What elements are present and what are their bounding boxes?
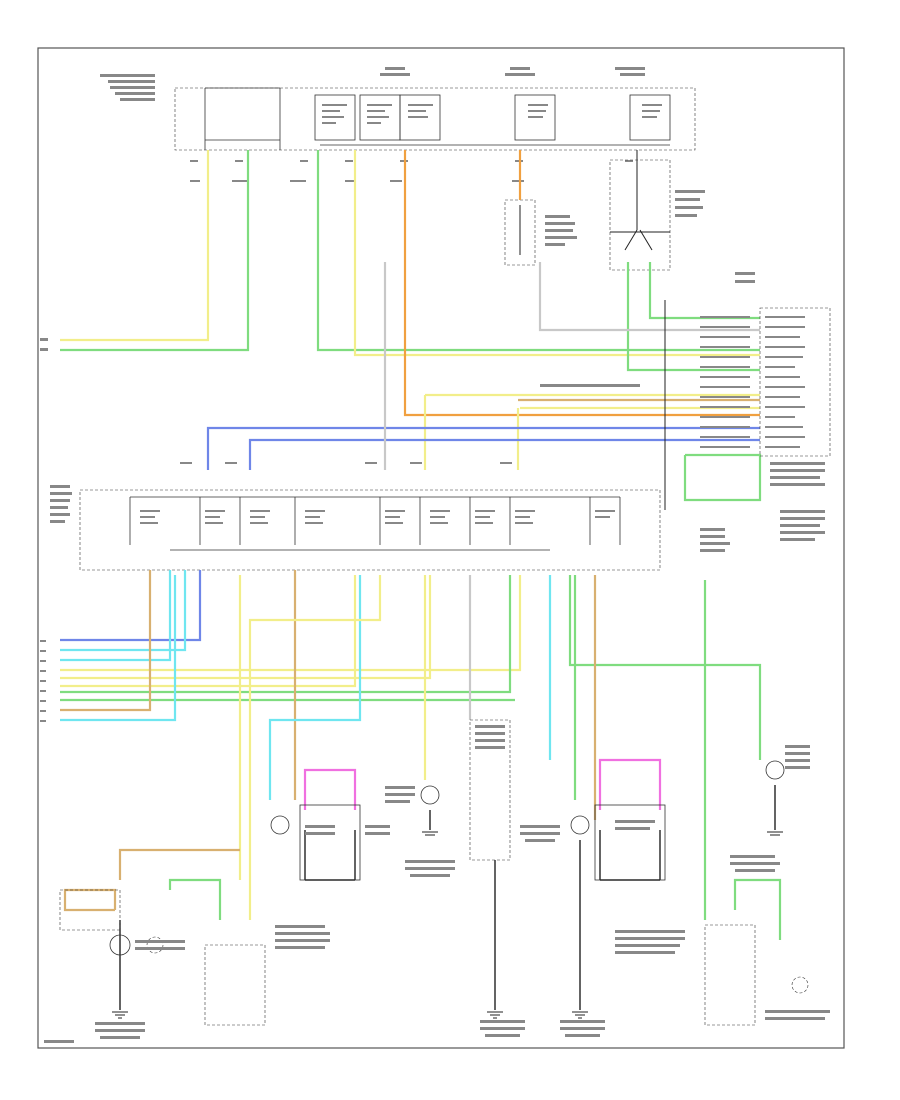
bulb-icon [270, 815, 290, 835]
ground-icon [112, 831, 783, 1019]
fuse-block-top [100, 67, 696, 182]
components-bottom [59, 719, 809, 1026]
ground-wires [119, 785, 776, 1010]
label-placeholders-top [100, 67, 662, 182]
wires-top [60, 150, 762, 502]
bulb-icon [765, 760, 785, 780]
switch-assembly [504, 150, 755, 283]
bulb-icon [109, 934, 131, 956]
bulb-icon [791, 976, 809, 994]
connector-right [540, 300, 831, 552]
main-module [50, 462, 661, 571]
wires-bottom [60, 570, 782, 940]
bulb-icon [570, 815, 590, 835]
diagram-border [37, 47, 845, 1049]
label-placeholders-bottom [40, 338, 830, 1043]
bulb-icon [420, 785, 440, 805]
bulb-icon [146, 936, 164, 954]
